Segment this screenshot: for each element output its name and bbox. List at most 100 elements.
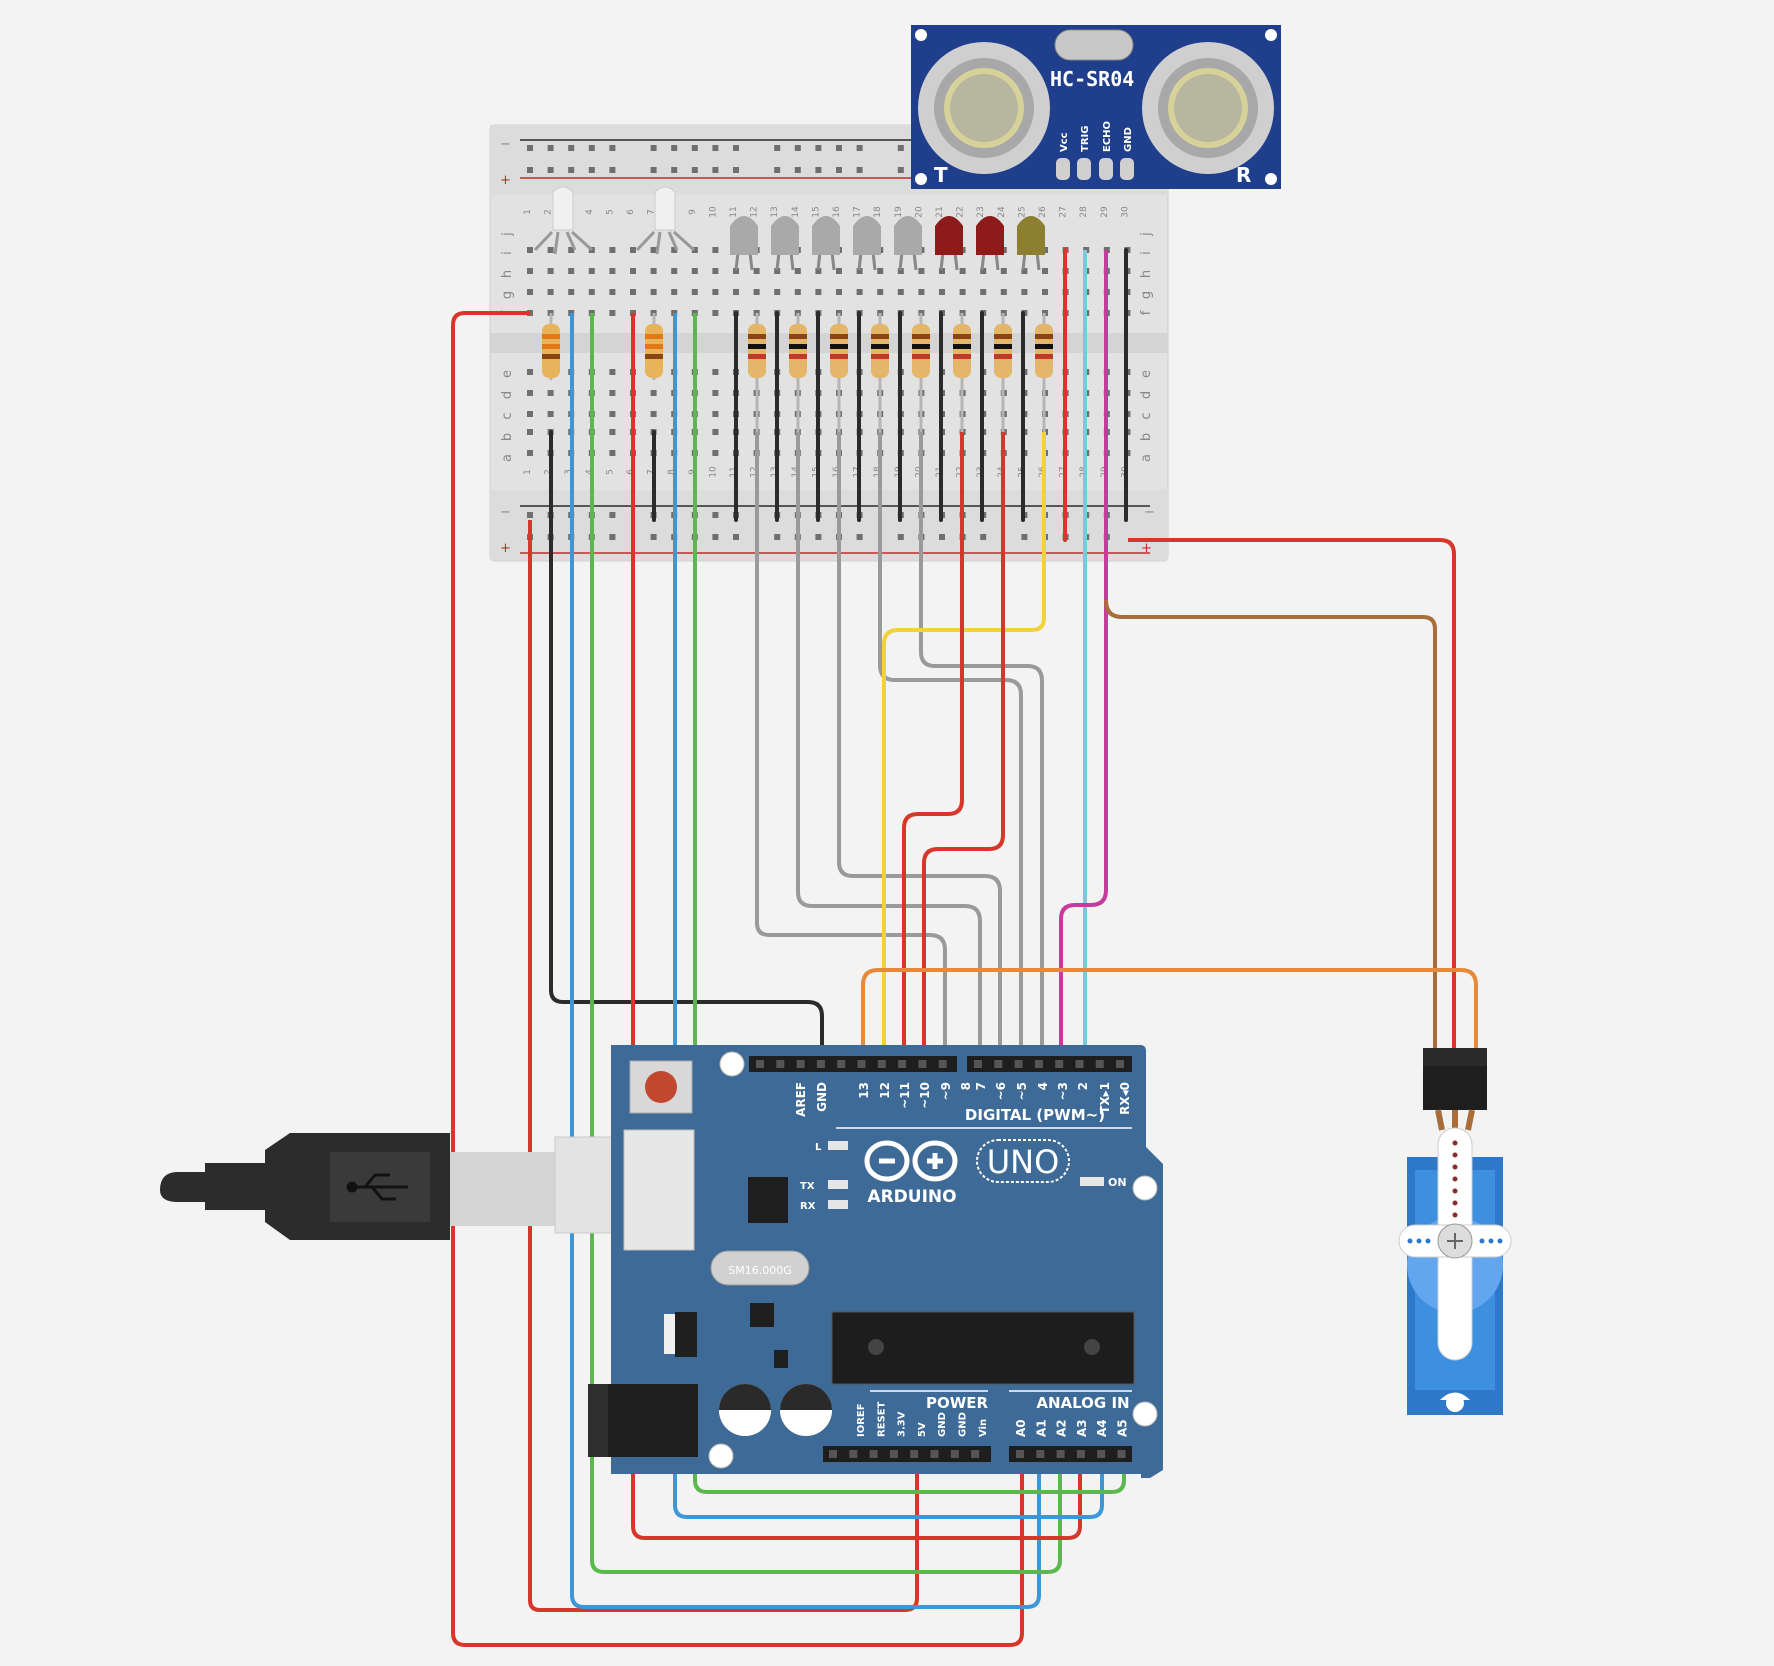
header-pin xyxy=(837,1060,846,1068)
breadboard-hole xyxy=(650,289,657,295)
rail-hole xyxy=(794,167,801,173)
header-pin xyxy=(796,1060,805,1068)
breadboard-hole xyxy=(856,289,863,295)
row-letter: h xyxy=(1139,270,1154,278)
resistor-band xyxy=(789,344,807,349)
row-letter: d xyxy=(1139,391,1154,399)
rail-hole xyxy=(774,534,781,540)
resistor xyxy=(871,324,889,378)
breadboard-hole xyxy=(1000,289,1007,295)
digital-pin-label: ~10 xyxy=(918,1082,932,1109)
horn-hole xyxy=(1452,1152,1458,1158)
digital-pin-label: 2 xyxy=(1076,1082,1090,1090)
wires xyxy=(451,250,1478,1647)
led-rx-label: RX xyxy=(800,1201,816,1212)
on-label: ON xyxy=(1108,1176,1127,1189)
header-pin xyxy=(1034,1060,1043,1068)
header-pin xyxy=(994,1060,1003,1068)
breadboard-hole xyxy=(856,268,863,274)
resistor-band xyxy=(912,354,930,359)
horn-hole xyxy=(1452,1200,1458,1206)
breadboard-hole xyxy=(918,289,925,295)
column-number-top: 7 xyxy=(647,209,657,215)
breadboard-hole xyxy=(527,390,533,396)
digital-pin-label: ~5 xyxy=(1015,1082,1029,1100)
power-pin-label: 3.3V xyxy=(897,1411,908,1437)
analog-pin-label: A2 xyxy=(1055,1419,1069,1437)
digital-pin-label: ~11 xyxy=(898,1082,912,1109)
breadboard-hole xyxy=(733,268,739,274)
resistor-band xyxy=(953,334,971,339)
rail-hole xyxy=(712,145,719,151)
breadboard-hole xyxy=(671,289,678,295)
header-pin xyxy=(1075,1060,1084,1068)
breadboard-hole xyxy=(959,289,966,295)
column-number-bottom: 1 xyxy=(523,469,533,475)
header-pin xyxy=(816,1060,825,1068)
header-pin xyxy=(1036,1450,1045,1458)
rail-hole xyxy=(671,167,678,173)
row-letter: a xyxy=(500,454,515,462)
breadboard-hole xyxy=(897,289,904,295)
analog-title: ANALOG IN xyxy=(1036,1394,1129,1412)
column-number-top: 30 xyxy=(1120,206,1130,218)
breadboard-hole xyxy=(671,268,678,274)
column-number-top: 4 xyxy=(585,209,595,215)
rail-hole xyxy=(609,534,616,540)
rail-hole xyxy=(836,167,842,173)
column-number-top: 26 xyxy=(1038,206,1048,218)
row-letter: c xyxy=(1139,412,1154,419)
header-pin xyxy=(869,1450,878,1458)
digital-pin-label: AREF xyxy=(794,1082,808,1117)
column-number-top: 12 xyxy=(750,206,760,217)
arduino-brand: ARDUINO xyxy=(867,1187,956,1207)
breadboard-hole xyxy=(691,247,698,253)
rail-hole xyxy=(527,512,533,518)
resistor-row xyxy=(542,313,1053,432)
rail-hole xyxy=(568,145,575,151)
rail-hole xyxy=(856,167,863,173)
rail-hole xyxy=(815,167,822,173)
rail-plus-bottom: + xyxy=(500,541,511,556)
breadboard-hole xyxy=(712,369,719,375)
column-number-top: 9 xyxy=(688,209,698,215)
column-number-top: 15 xyxy=(811,206,821,217)
rail-hole xyxy=(733,534,739,540)
resistor-band xyxy=(953,344,971,349)
column-number-top: 2 xyxy=(544,209,554,215)
led xyxy=(853,216,881,255)
rail-hole xyxy=(588,145,595,151)
resistor-band xyxy=(871,354,889,359)
resistor-band xyxy=(994,344,1012,349)
row-letter: d xyxy=(500,391,515,399)
rail-hole xyxy=(712,534,719,540)
resistor-band xyxy=(953,354,971,359)
digital-pin-label: ~9 xyxy=(939,1082,953,1100)
digital-pin-label: ~6 xyxy=(994,1082,1008,1100)
breadboard-hole xyxy=(1021,289,1028,295)
resistor-band xyxy=(871,344,889,349)
resistor xyxy=(748,324,766,378)
rail-hole xyxy=(650,167,657,173)
sensor-pin xyxy=(1056,158,1070,180)
column-number-top: 11 xyxy=(729,206,739,217)
digital-pin-label: 4 xyxy=(1036,1082,1050,1090)
resistor-band xyxy=(645,344,663,349)
header-pin xyxy=(1117,1450,1126,1458)
rgb-led-2 xyxy=(635,186,696,255)
rail-minus-top: − xyxy=(500,137,511,152)
breadboard-hole xyxy=(527,247,533,253)
breadboard-hole xyxy=(609,429,616,435)
rail-hole xyxy=(733,167,739,173)
breadboard-hole xyxy=(1042,289,1048,295)
rail-hole xyxy=(609,145,616,151)
row-letter: i xyxy=(500,251,515,255)
breadboard-hole xyxy=(527,429,533,435)
breadboard-hole xyxy=(609,390,616,396)
led xyxy=(730,216,758,255)
breadboard-hole xyxy=(753,289,760,295)
breadboard-hole xyxy=(897,268,904,274)
power-pin-label: 5V xyxy=(917,1422,928,1437)
resistor-band xyxy=(645,354,663,359)
